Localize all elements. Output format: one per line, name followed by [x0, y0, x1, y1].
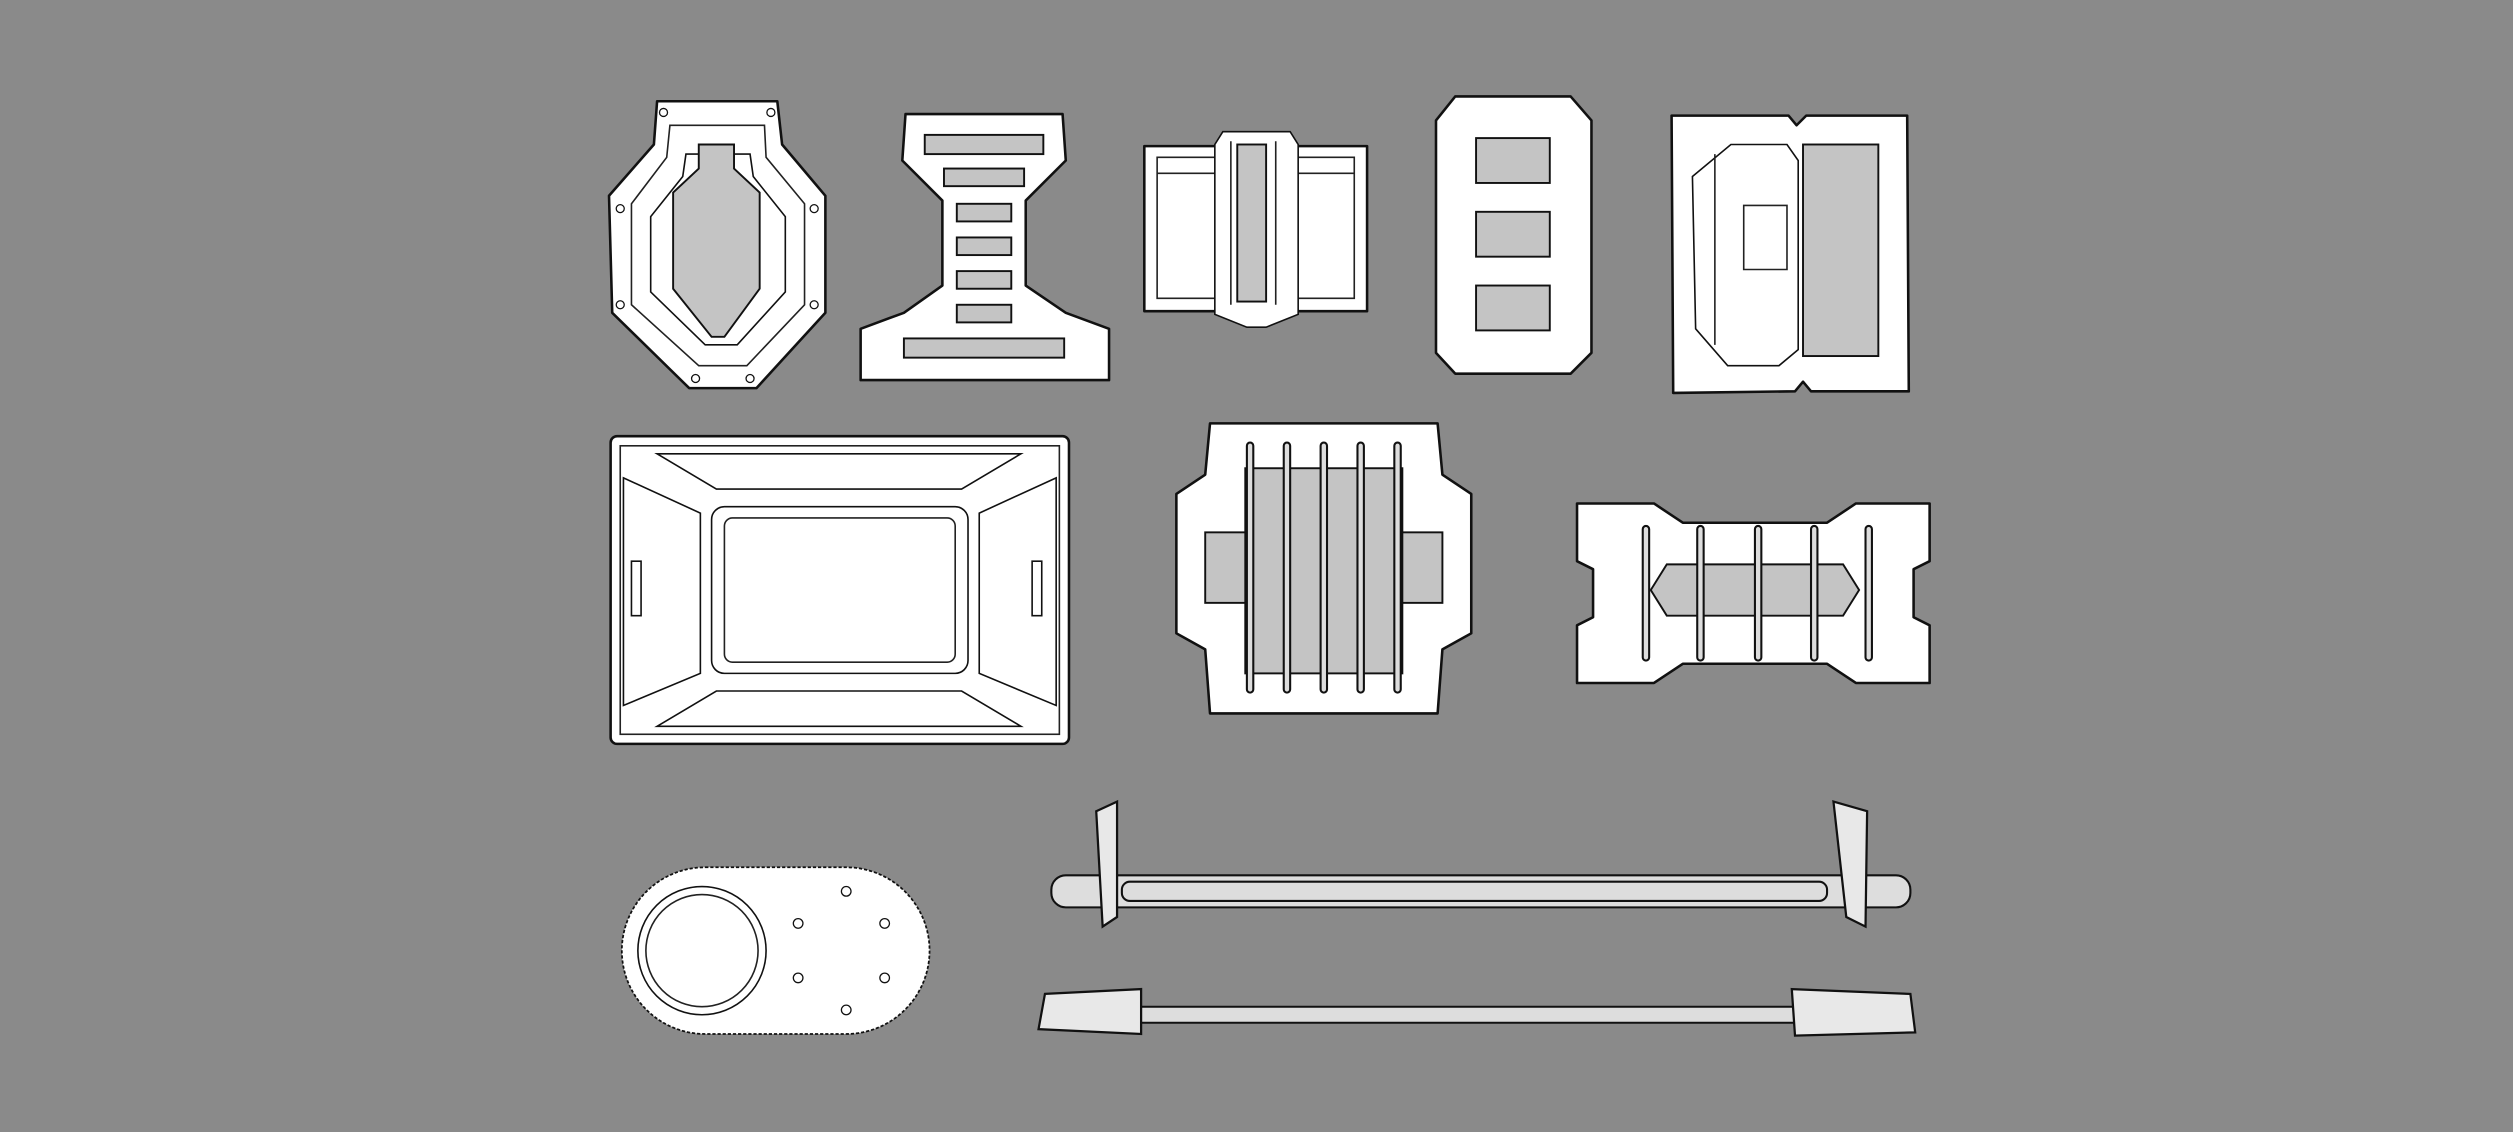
large-rectangular-frame — [609, 434, 1071, 746]
oval-plate — [621, 866, 931, 1035]
octagonal-shield-panel — [607, 99, 827, 390]
three-window-panel — [1434, 95, 1593, 375]
rod-with-clamps — [1037, 987, 1917, 1037]
rod-with-brackets — [1050, 799, 1912, 929]
i-shaped-panel — [859, 112, 1111, 382]
cross-plate-with-rods — [1175, 422, 1473, 715]
central-column-panel — [1143, 130, 1369, 329]
folded-hatch-panel — [1670, 114, 1911, 395]
bowtie-plate-with-handles — [1575, 502, 1931, 685]
